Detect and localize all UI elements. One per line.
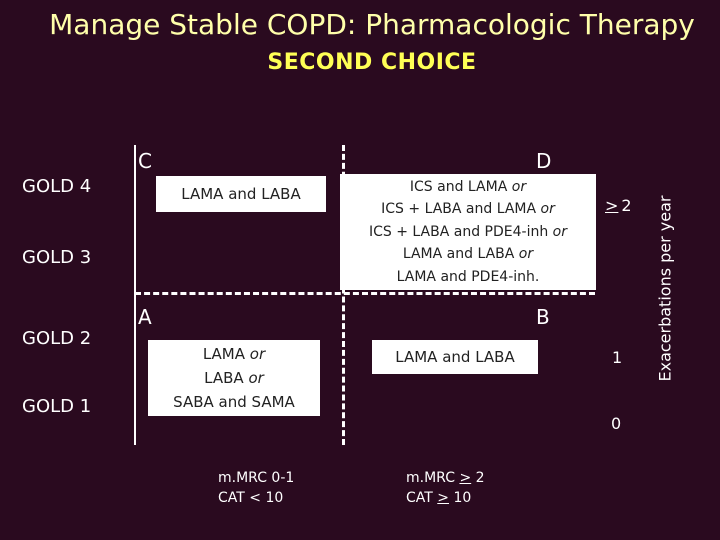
- quadrant-c-letter: C: [138, 149, 152, 173]
- quadrant-b-text: LAMA and LABA: [395, 348, 515, 366]
- row-label-gold4: GOLD 4: [22, 176, 92, 197]
- quadrant-d-line1: ICS and LAMA or: [409, 178, 527, 195]
- quadrant-a-line3: SABA and SAMA: [173, 393, 295, 411]
- quadrant-d-line4: LAMA and LABA or: [402, 246, 534, 263]
- quadrant-a-line1: LAMA or: [202, 345, 266, 363]
- mmrc-low: m.MRC 0-1: [218, 470, 295, 486]
- mmrc-high: m.MRC > 2: [406, 470, 485, 486]
- grid-horizontal-divider: [135, 292, 595, 295]
- quadrant-d-line2: ICS + LABA and LAMA or: [381, 201, 555, 218]
- grid-left-border: [134, 145, 136, 445]
- cat-high: CAT > 10: [406, 490, 472, 506]
- quadrant-c-text: LAMA and LABA: [181, 185, 301, 203]
- exacerbation-one: 1: [612, 348, 623, 367]
- symptom-low-label: m.MRC 0-1 CAT < 10: [218, 468, 294, 508]
- page-title: Manage Stable COPD: Pharmacologic Therap…: [49, 8, 695, 41]
- exacerbation-ge2: >2: [605, 196, 632, 215]
- symptom-high-label: m.MRC > 2 CAT > 10: [406, 468, 485, 508]
- exacerbation-zero: 0: [611, 414, 622, 433]
- quadrant-a-line2: LABA or: [204, 369, 264, 387]
- page-subtitle: SECOND CHOICE: [267, 50, 477, 75]
- quadrant-d-letter: D: [536, 149, 552, 173]
- quadrant-a-box: LAMA or LABA or SABA and SAMA: [148, 340, 320, 416]
- exacerbations-axis-label: Exacerbations per year: [655, 195, 675, 382]
- quadrant-b-letter: B: [536, 305, 550, 329]
- quadrant-d-line5: LAMA and PDE4-inh.: [396, 268, 540, 285]
- row-label-gold2: GOLD 2: [22, 328, 92, 349]
- quadrant-a-letter: A: [138, 305, 152, 329]
- grid-vertical-divider: [342, 145, 345, 445]
- cat-low: CAT < 10: [218, 490, 284, 506]
- quadrant-b-box: LAMA and LABA: [372, 340, 538, 374]
- quadrant-d-line3: ICS + LABA and PDE4-inh or: [369, 223, 567, 240]
- row-label-gold1: GOLD 1: [22, 396, 92, 417]
- quadrant-c-box: LAMA and LABA: [156, 176, 326, 212]
- row-label-gold3: GOLD 3: [22, 247, 92, 268]
- quadrant-d-box: ICS and LAMA or ICS + LABA and LAMA or I…: [340, 174, 596, 290]
